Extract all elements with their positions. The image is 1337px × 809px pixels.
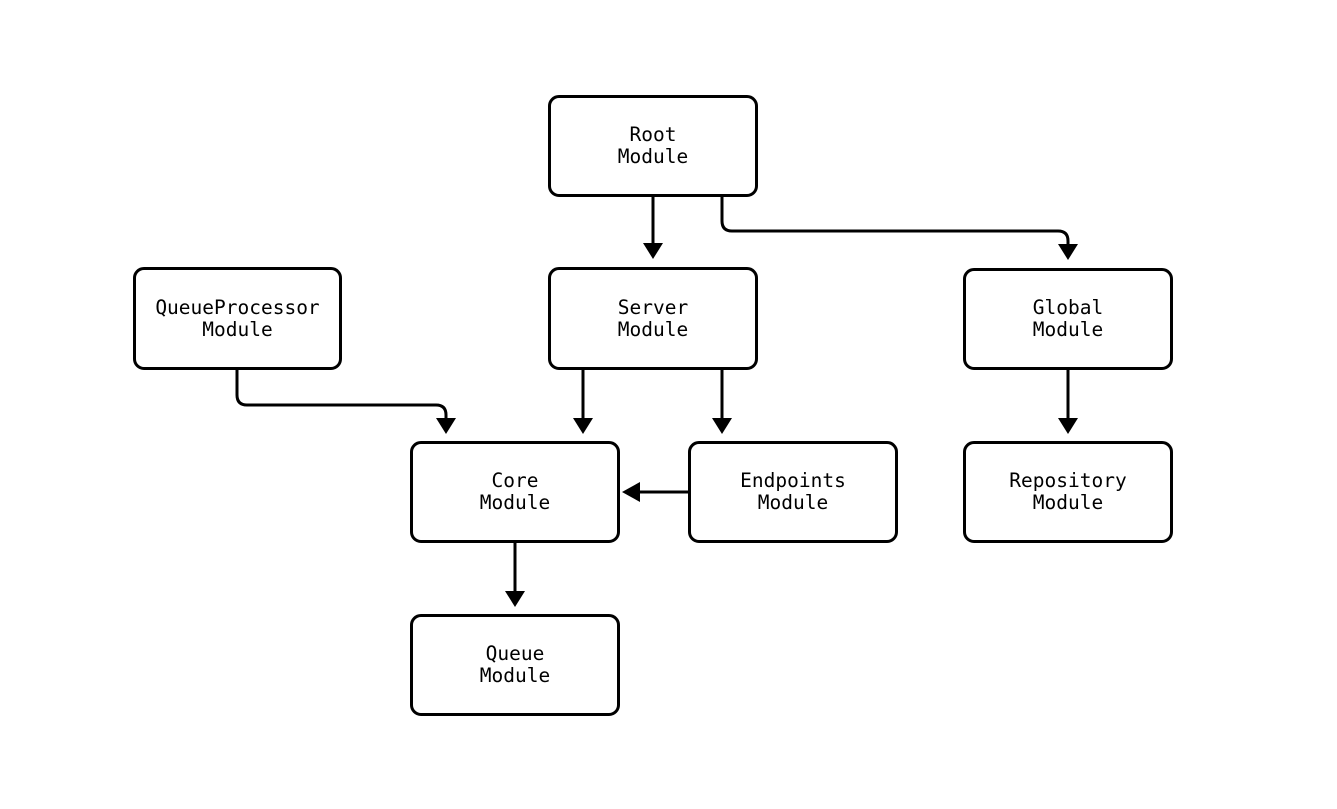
node-root-module-label: Root Module: [617, 123, 689, 168]
edge-queueprocessor-core: [235, 370, 456, 434]
node-server-module-label: Server Module: [617, 295, 689, 341]
edge-endpoints-core: [622, 482, 688, 502]
node-root-module[interactable]: Root Module: [548, 95, 758, 197]
node-queueprocessor-module-label: QueueProcessor Module: [155, 295, 320, 341]
node-core-module[interactable]: Core Module: [410, 441, 620, 543]
node-repository-module-label: Repository Module: [1009, 469, 1127, 514]
node-core-module-label: Core Module: [479, 469, 551, 514]
node-queueprocessor-module[interactable]: QueueProcessor Module: [133, 267, 342, 370]
node-repository-module[interactable]: Repository Module: [963, 441, 1173, 543]
node-server-module[interactable]: Server Module: [548, 267, 758, 370]
node-queue-module[interactable]: Queue Module: [410, 614, 620, 716]
node-endpoints-module-label: Endpoints Module: [740, 469, 846, 514]
edge-root-global: [720, 197, 1078, 260]
edge-core-queue: [505, 543, 525, 607]
node-global-module-label: Global Module: [1032, 296, 1104, 341]
edge-server-endpoints: [712, 370, 732, 434]
edge-server-core: [573, 370, 593, 434]
edge-global-repository: [1058, 370, 1078, 434]
node-endpoints-module[interactable]: Endpoints Module: [688, 441, 898, 543]
node-global-module[interactable]: Global Module: [963, 268, 1173, 370]
node-queue-module-label: Queue Module: [479, 642, 551, 687]
edge-root-server: [643, 197, 663, 259]
